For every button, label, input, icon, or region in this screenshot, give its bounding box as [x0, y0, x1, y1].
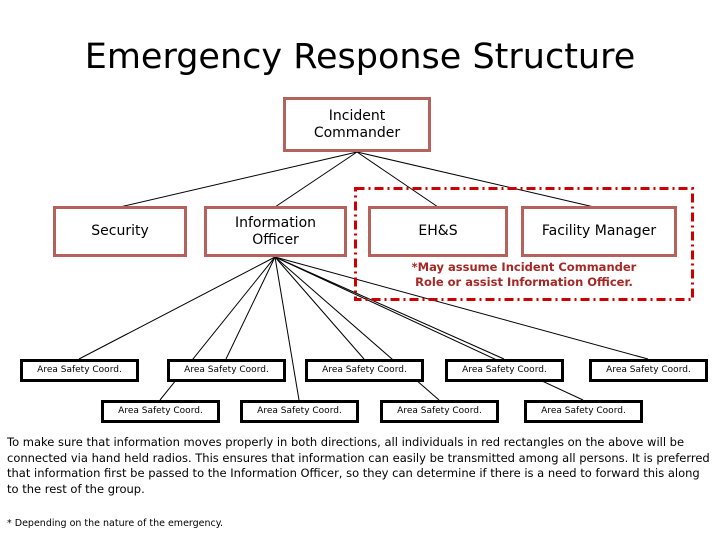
node-area-safety-coord[interactable]: Area Safety Coord. [589, 359, 708, 382]
node-ehs-label: EH&S [418, 223, 458, 239]
node-area-safety-coord-label: Area Safety Coord. [37, 365, 122, 375]
node-area-safety-coord[interactable]: Area Safety Coord. [524, 400, 643, 423]
footnote: * Depending on the nature of the emergen… [7, 518, 224, 529]
node-area-safety-coord[interactable]: Area Safety Coord. [240, 400, 359, 423]
node-area-safety-coord[interactable]: Area Safety Coord. [445, 359, 564, 382]
node-area-safety-coord[interactable]: Area Safety Coord. [20, 359, 139, 382]
node-security[interactable]: Security [53, 206, 187, 257]
node-information-officer-line2: Officer [252, 231, 299, 248]
node-area-safety-coord[interactable]: Area Safety Coord. [167, 359, 286, 382]
node-security-label: Security [91, 223, 149, 239]
node-area-safety-coord-label: Area Safety Coord. [322, 365, 407, 375]
node-area-safety-coord-label: Area Safety Coord. [606, 365, 691, 375]
node-area-safety-coord[interactable]: Area Safety Coord. [380, 400, 499, 423]
node-information-officer-line1: Information [234, 214, 317, 231]
node-incident-commander-line1: Incident [328, 107, 386, 124]
node-area-safety-coord-label: Area Safety Coord. [462, 365, 547, 375]
node-area-safety-coord-label: Area Safety Coord. [541, 406, 626, 416]
assume-role-note: *May assume Incident Commander Role or a… [360, 260, 688, 290]
node-information-officer[interactable]: Information Officer [204, 206, 347, 257]
node-area-safety-coord-label: Area Safety Coord. [397, 406, 482, 416]
node-facility-manager-label: Facility Manager [541, 223, 657, 239]
node-incident-commander-line2: Commander [313, 124, 401, 141]
assume-role-note-line2: Role or assist Information Officer. [415, 275, 633, 289]
node-area-safety-coord[interactable]: Area Safety Coord. [305, 359, 424, 382]
node-area-safety-coord-label: Area Safety Coord. [257, 406, 342, 416]
node-facility-manager[interactable]: Facility Manager [521, 206, 677, 257]
node-area-safety-coord-label: Area Safety Coord. [184, 365, 269, 375]
body-paragraph: To make sure that information moves prop… [7, 435, 710, 496]
node-area-safety-coord[interactable]: Area Safety Coord. [101, 400, 220, 423]
node-area-safety-coord-label: Area Safety Coord. [118, 406, 203, 416]
page-title: Emergency Response Structure [84, 37, 636, 77]
node-incident-commander[interactable]: Incident Commander [283, 97, 431, 152]
node-ehs[interactable]: EH&S [368, 206, 508, 257]
assume-role-note-line1: *May assume Incident Commander [411, 260, 637, 274]
